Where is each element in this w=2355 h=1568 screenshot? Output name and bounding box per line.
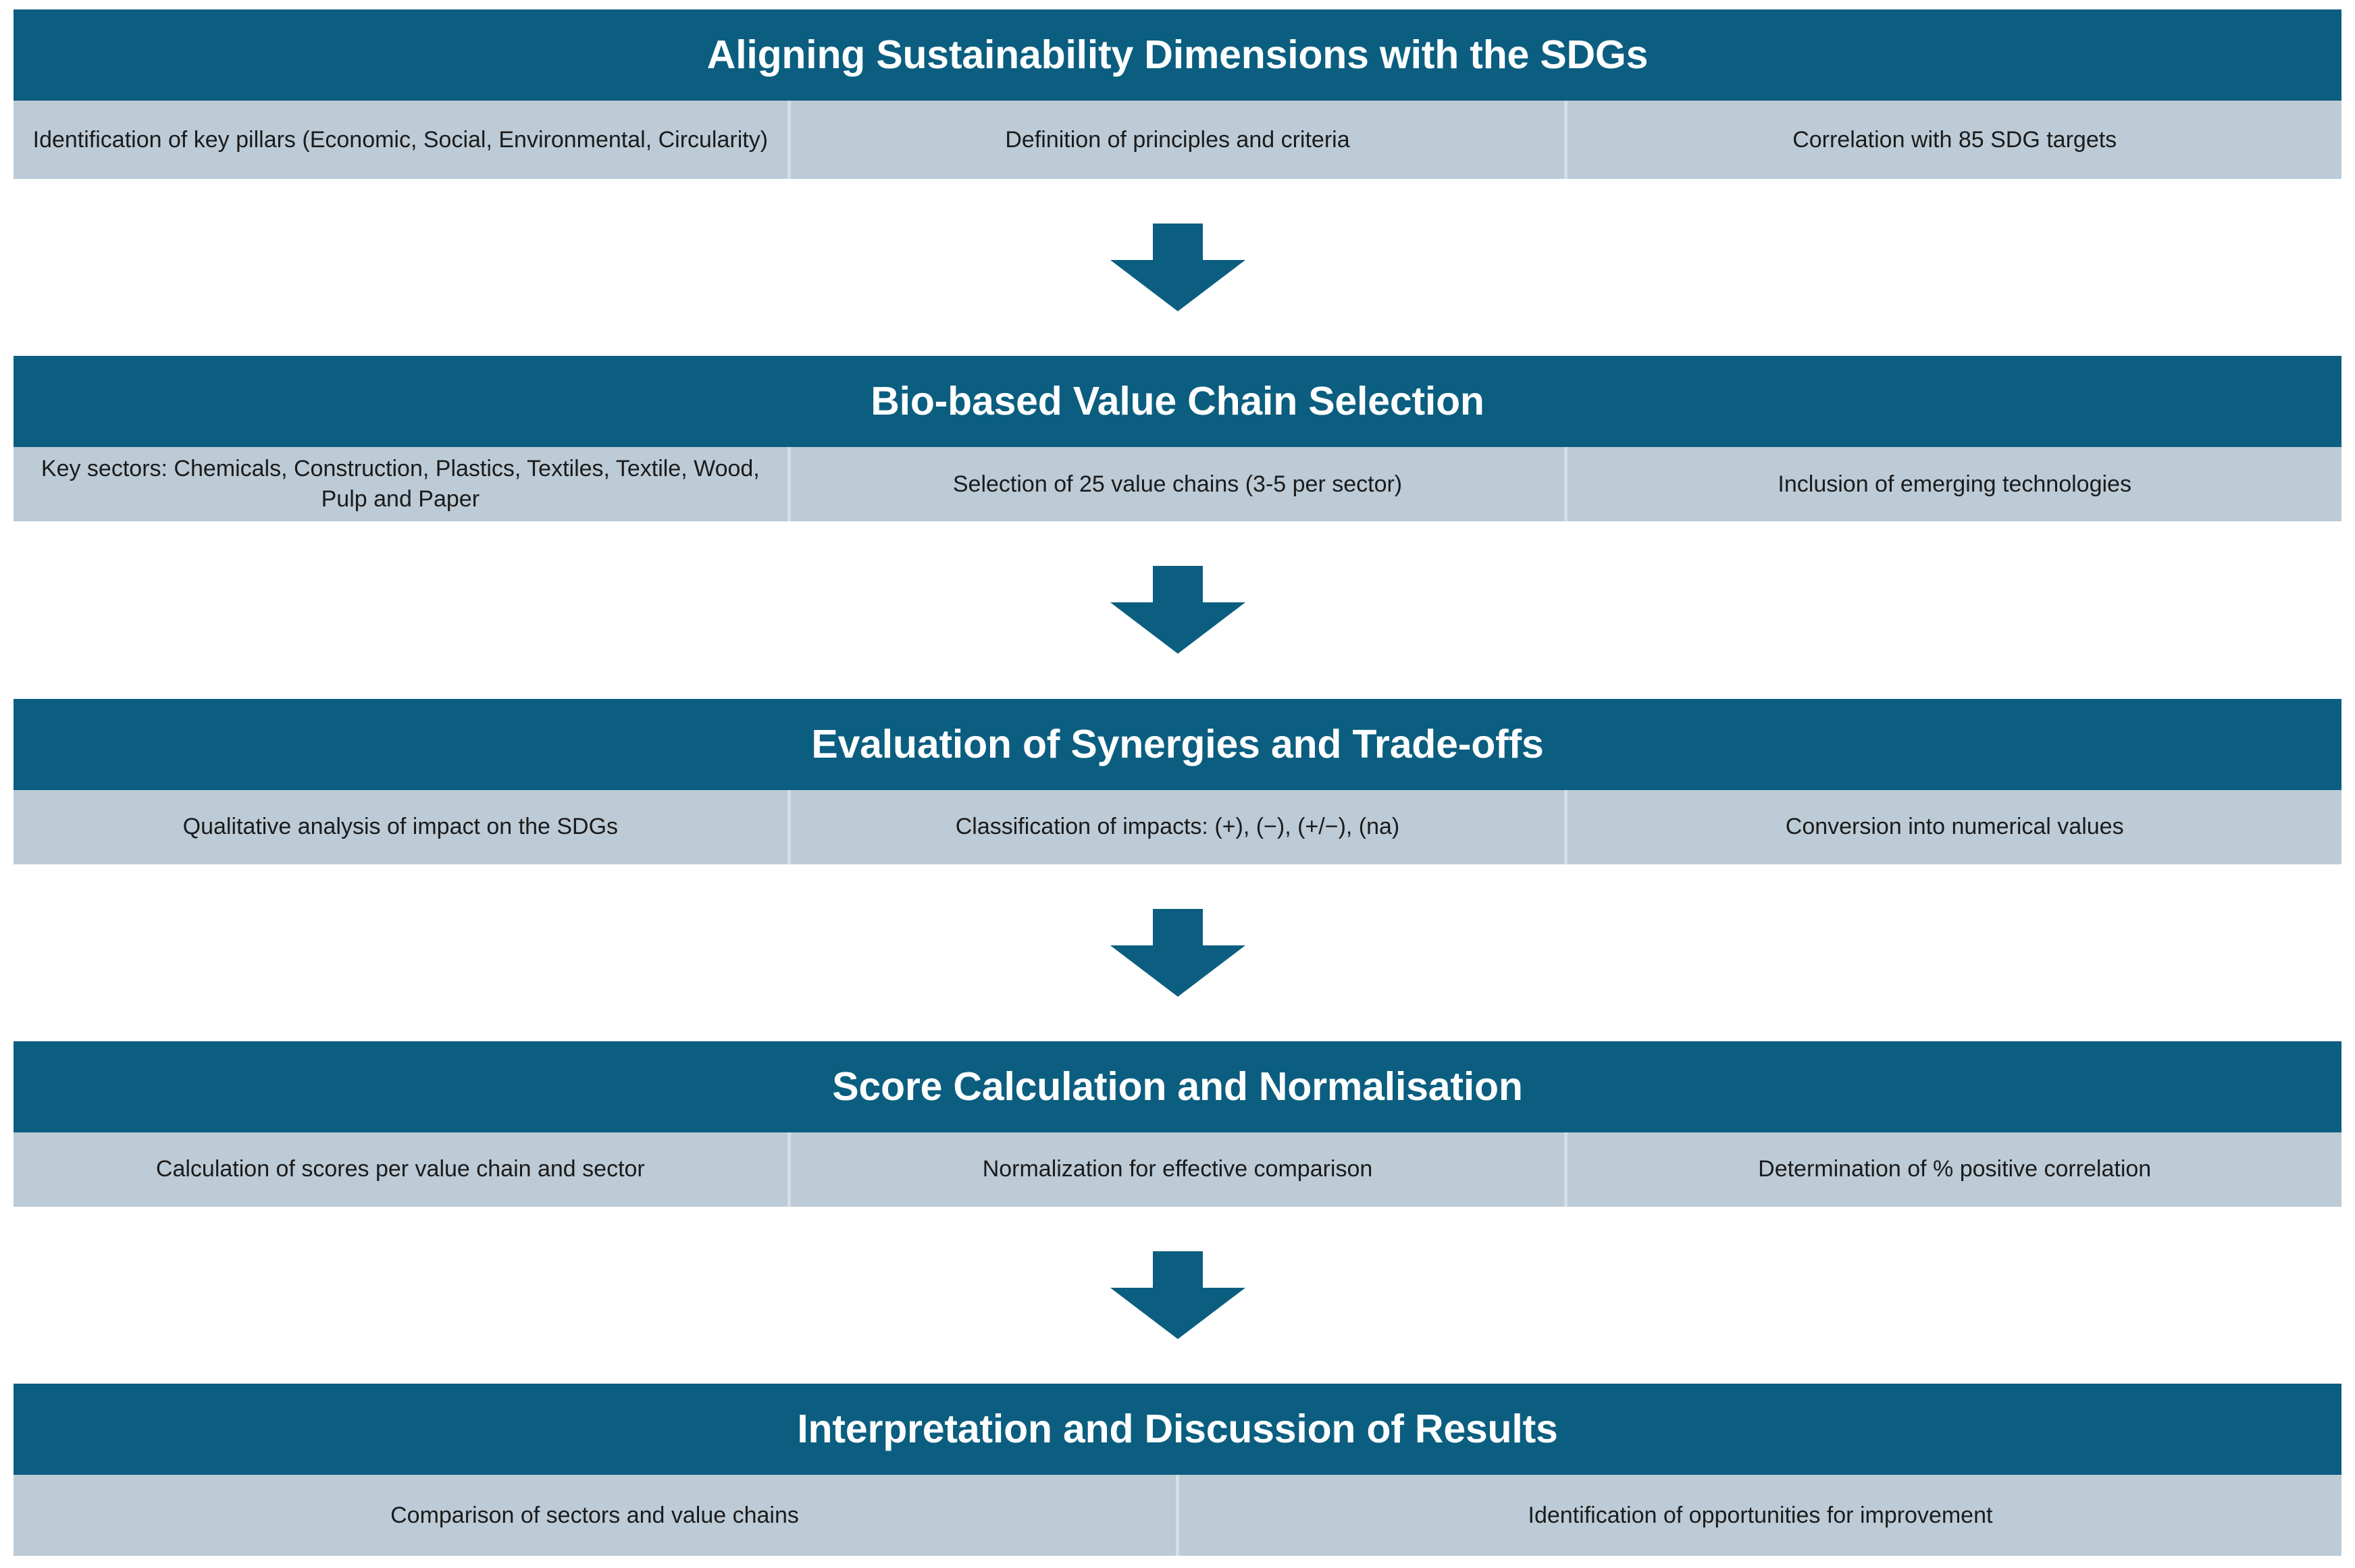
- stage-1-title: Aligning Sustainability Dimensions with …: [14, 9, 2341, 101]
- arrow-down-icon: [1110, 908, 1245, 997]
- stage-2-cell-1: Key sectors: Chemicals, Construction, Pl…: [14, 447, 791, 522]
- stage-1-cell-1: Identification of key pillars (Economic,…: [14, 101, 791, 179]
- stage-3-title: Evaluation of Synergies and Trade-offs: [14, 698, 2341, 790]
- stage-3-cell-2: Classification of impacts: (+), (−), (+/…: [790, 789, 1568, 864]
- stage-3-cell-1: Qualitative analysis of impact on the SD…: [14, 789, 791, 864]
- flow-stage-2: Bio-based Value Chain Selection Key sect…: [14, 356, 2342, 522]
- connector-2-to-3: [14, 521, 2341, 698]
- stage-4-cell-1: Calculation of scores per value chain an…: [14, 1132, 791, 1207]
- flow-stage-4: Score Calculation and Normalisation Calc…: [14, 1041, 2342, 1207]
- connector-1-to-2: [14, 179, 2341, 356]
- stage-5-cell-2: Identification of opportunities for impr…: [1179, 1475, 2341, 1556]
- stage-2-subrow: Key sectors: Chemicals, Construction, Pl…: [14, 447, 2342, 522]
- stage-4-title: Score Calculation and Normalisation: [14, 1041, 2341, 1132]
- flow-stage-3: Evaluation of Synergies and Trade-offs Q…: [14, 698, 2342, 864]
- stage-1-cell-2: Definition of principles and criteria: [790, 101, 1568, 179]
- stage-4-cell-3: Determination of % positive correlation: [1568, 1132, 2342, 1207]
- stage-4-subrow: Calculation of scores per value chain an…: [14, 1132, 2342, 1207]
- stage-2-cell-3: Inclusion of emerging technologies: [1568, 447, 2342, 522]
- stage-1-cell-3: Correlation with 85 SDG targets: [1568, 101, 2342, 179]
- connector-3-to-4: [14, 864, 2341, 1041]
- stage-3-subrow: Qualitative analysis of impact on the SD…: [14, 789, 2342, 864]
- arrow-down-icon: [1110, 224, 1245, 312]
- stage-5-cell-1: Comparison of sectors and value chains: [14, 1475, 1179, 1556]
- stage-5-subrow: Comparison of sectors and value chains I…: [14, 1475, 2341, 1556]
- arrow-down-icon: [1110, 1251, 1245, 1339]
- stage-4-cell-2: Normalization for effective comparison: [790, 1132, 1568, 1207]
- flow-stage-1: Aligning Sustainability Dimensions with …: [14, 9, 2342, 179]
- arrow-down-icon: [1110, 566, 1245, 654]
- flow-stage-5: Interpretation and Discussion of Results…: [14, 1384, 2341, 1556]
- stage-1-subrow: Identification of key pillars (Economic,…: [14, 101, 2342, 179]
- stage-5-title: Interpretation and Discussion of Results: [14, 1384, 2341, 1475]
- stage-2-title: Bio-based Value Chain Selection: [14, 356, 2341, 448]
- stage-3-cell-3: Conversion into numerical values: [1568, 789, 2342, 864]
- stage-2-cell-2: Selection of 25 value chains (3-5 per se…: [790, 447, 1568, 522]
- connector-4-to-5: [14, 1207, 2341, 1384]
